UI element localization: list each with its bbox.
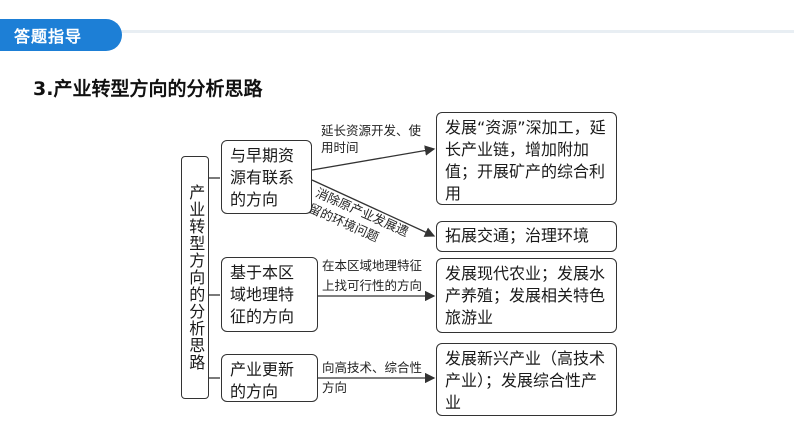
edge-label-1: 延长资源开发、使用时间 (321, 123, 422, 155)
node-early-label: 与早期资源有联系的方向 (230, 146, 295, 209)
outcome-4: 发展新兴产业（高技术产业）；发展综合性产业 (436, 343, 617, 416)
node-update-label: 产业更新的方向 (230, 360, 295, 401)
page-title: 3.产业转型方向的分析思路 (33, 78, 263, 100)
outcome-2: 拓展交通；治理环境 (436, 221, 617, 252)
edge-label-4: 向高技术、综合性方向 (322, 360, 423, 395)
arrow-early-o1 (311, 145, 436, 171)
outcome-2-label: 拓展交通；治理环境 (445, 226, 590, 245)
outcome-3: 发展现代农业；发展水产养殖；发展相关特色旅游业 (436, 258, 617, 333)
outcome-1: 发展“资源”深加工，延长产业链，增加附加值；开展矿产的综合利用 (436, 112, 617, 205)
outcome-1-label: 发展“资源”深加工，延长产业链，增加附加值；开展矿产的综合利用 (445, 118, 606, 203)
root-node-label: 产业转型方向的分析思路 (186, 184, 206, 371)
outcome-4-label: 发展新兴产业（高技术产业）；发展综合性产业 (445, 349, 606, 412)
arrow-early-o2 (311, 179, 436, 237)
root-node: 产业转型方向的分析思路 (181, 156, 209, 399)
node-regional: 基于本区域地理特征的方向 (221, 257, 318, 332)
node-regional-label: 基于本区域地理特征的方向 (230, 263, 295, 326)
outcome-3-label: 发展现代农业；发展水产养殖；发展相关特色旅游业 (445, 264, 606, 327)
node-early: 与早期资源有联系的方向 (221, 140, 312, 214)
node-update: 产业更新的方向 (221, 354, 318, 402)
section-tab: 答题指导 (0, 19, 122, 51)
edge-label-3: 在本区域地理特征上找可行性的方向 (322, 258, 423, 293)
header-rule (0, 30, 794, 33)
